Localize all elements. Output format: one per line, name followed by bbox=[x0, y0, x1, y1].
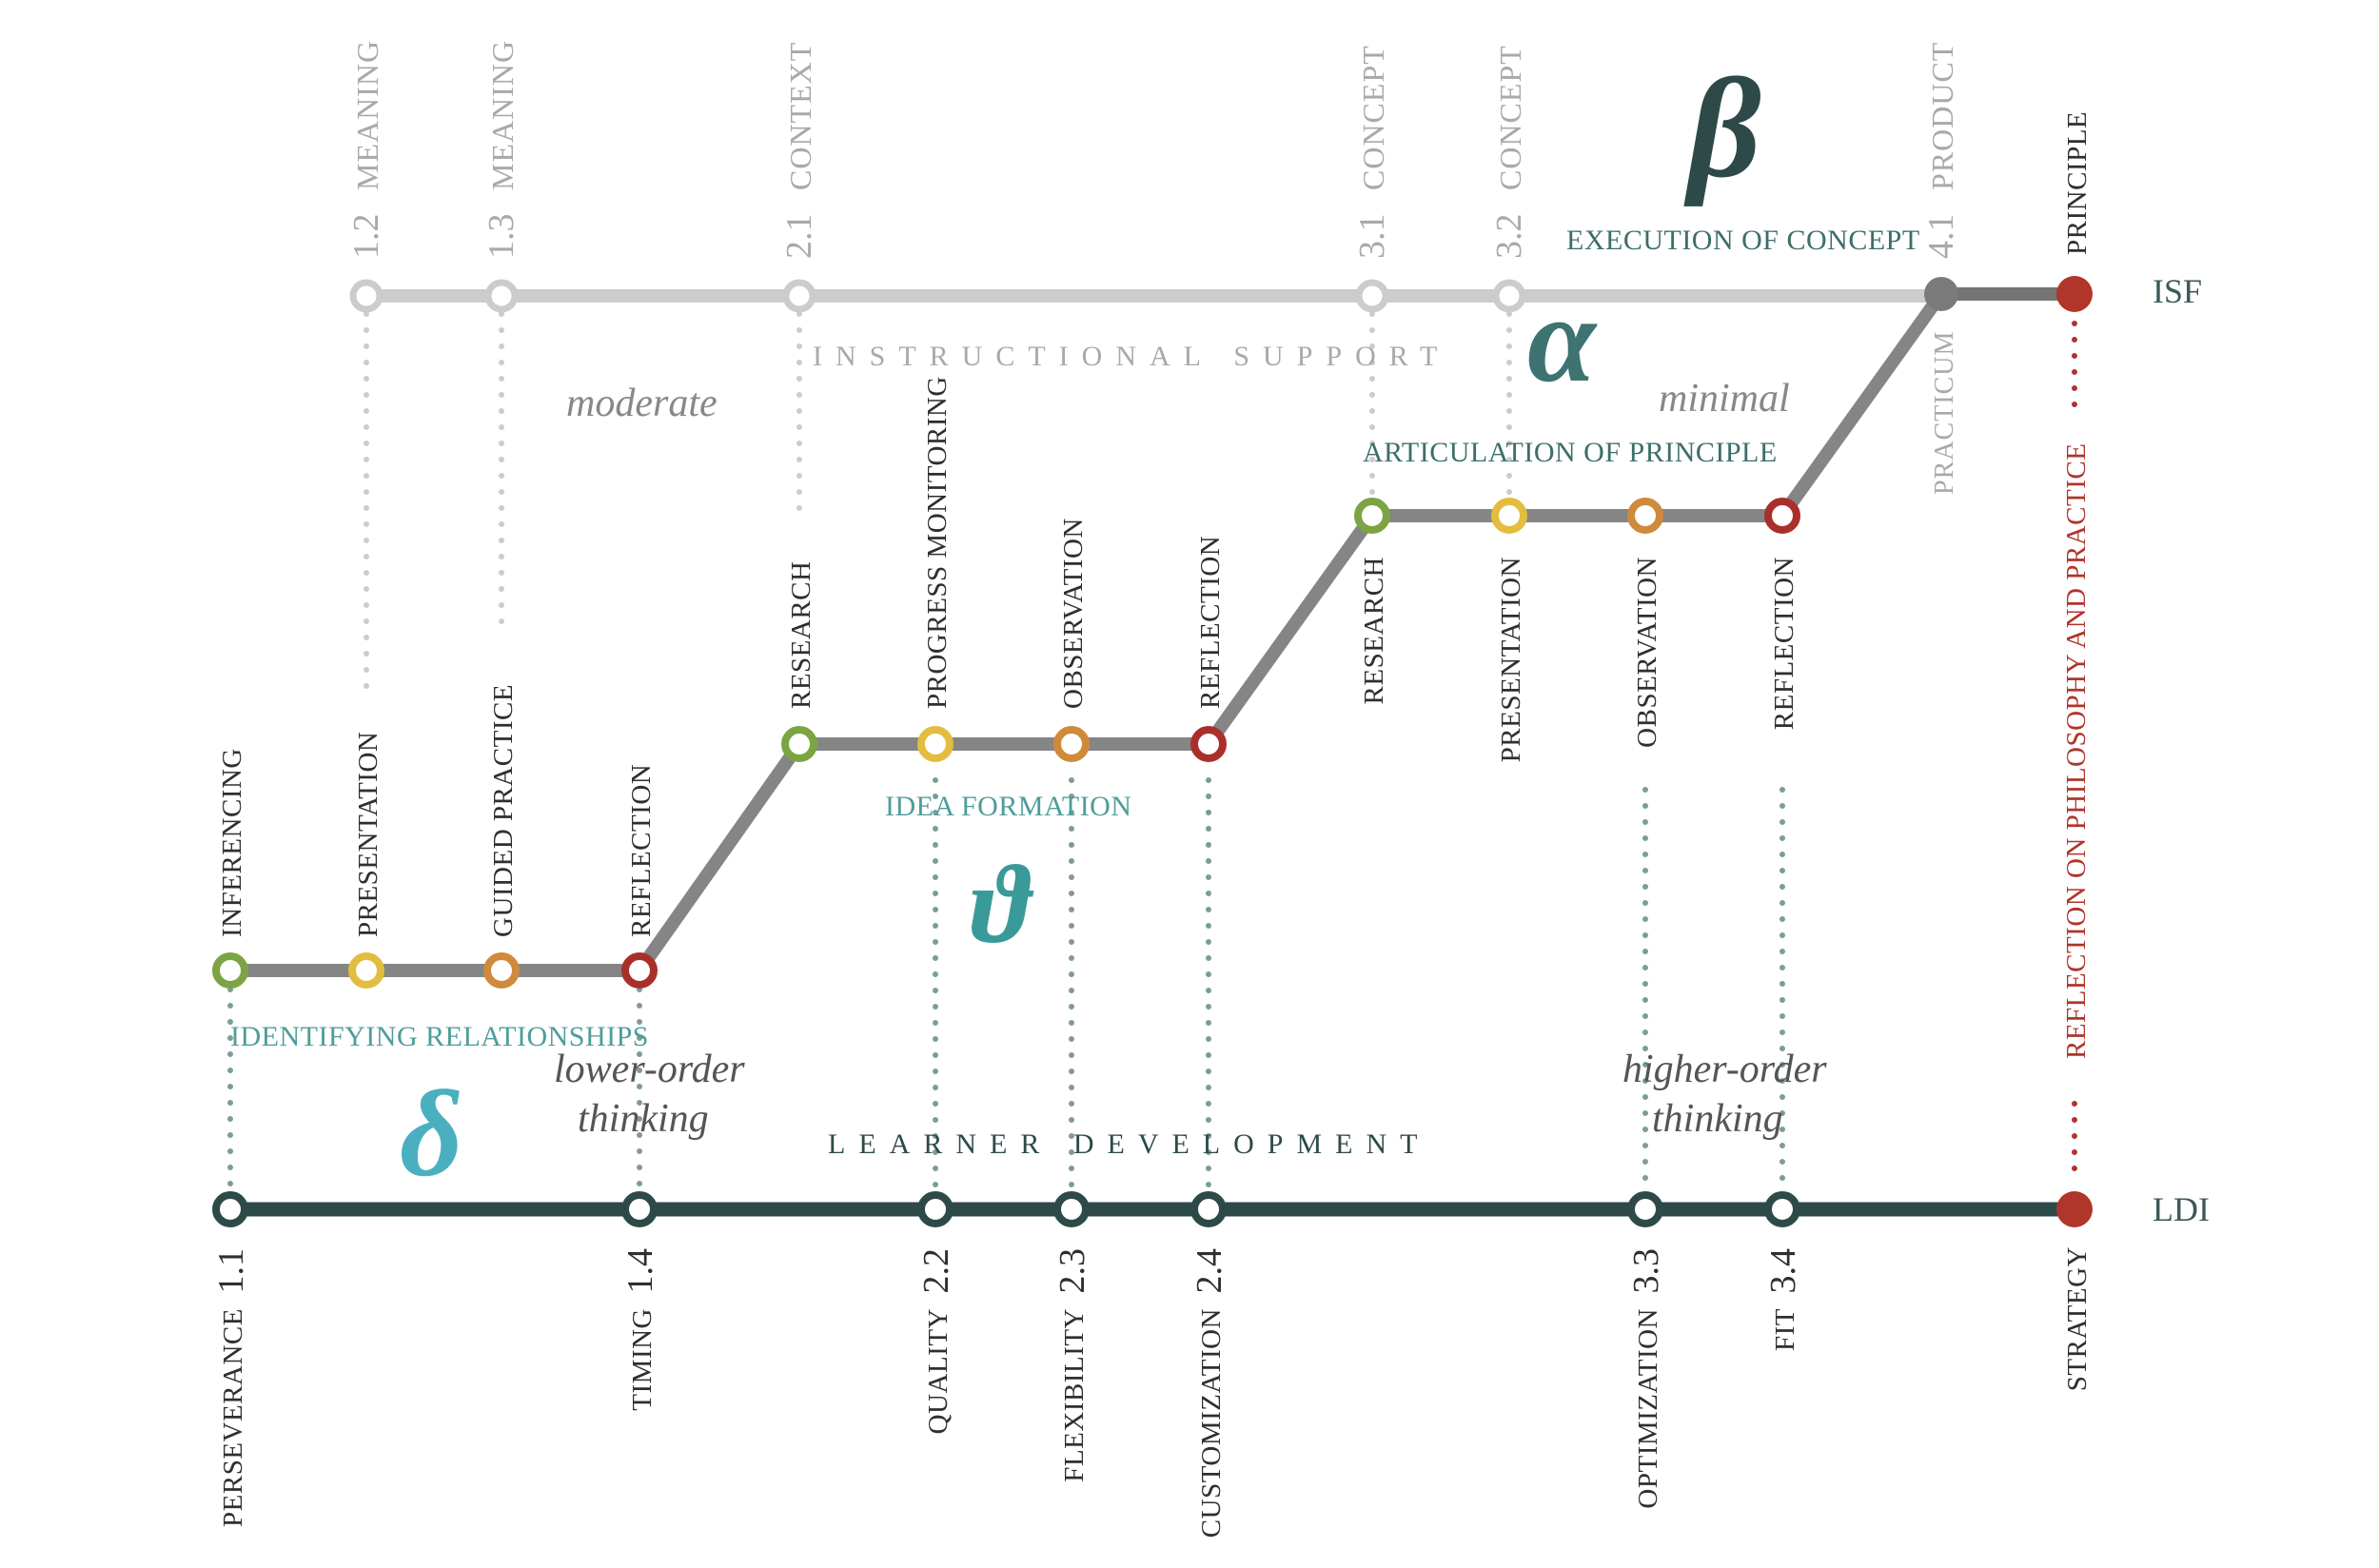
isf-label-1-2: MEANING bbox=[350, 40, 384, 190]
stage1-label-reflection: REFLECTION bbox=[626, 764, 657, 937]
stage2-label-progress-monitoring: PROGRESS MONITORING bbox=[922, 376, 953, 709]
learner-development-heading: LEARNER DEVELOPMENT bbox=[828, 1128, 1430, 1160]
stage2-label-research: RESEARCH bbox=[786, 561, 816, 709]
ldi-stop-2-4[interactable] bbox=[1190, 1191, 1227, 1227]
ldi-label-1-4: TIMING bbox=[627, 1308, 658, 1411]
isf-stop-3-2[interactable] bbox=[1492, 279, 1526, 313]
isf-num-4-1: 4.1 bbox=[1921, 214, 1961, 260]
stage1-stop-presentation[interactable] bbox=[348, 952, 384, 989]
annotation-lower-thinking: thinking bbox=[578, 1097, 709, 1141]
isf-stop-2-1[interactable] bbox=[782, 279, 816, 313]
greek-theta: ϑ bbox=[971, 842, 1034, 967]
stage3-label-observation: OBSERVATION bbox=[1632, 557, 1662, 748]
stage3-label-research: RESEARCH bbox=[1359, 557, 1389, 704]
stage1-stops bbox=[212, 952, 658, 989]
strategy-stop[interactable] bbox=[2056, 1191, 2093, 1227]
ldi-num-1-1: 1.1 bbox=[211, 1248, 251, 1294]
stage1-label-presentation: PRESENTATION bbox=[353, 732, 383, 937]
stage3-stop-observation[interactable] bbox=[1627, 498, 1663, 534]
isf-stop-3-1[interactable] bbox=[1355, 279, 1389, 313]
stage2-stop-progress-monitoring[interactable] bbox=[917, 726, 954, 762]
practicum-label: PRACTICUM bbox=[1930, 331, 1959, 495]
isf-label-4-1: PRODUCT bbox=[1925, 42, 1959, 190]
strategy-label: STRATEGY bbox=[2062, 1246, 2093, 1391]
stage3-label-presentation: PRESENTATION bbox=[1496, 557, 1526, 762]
isf-num-2-1: 2.1 bbox=[779, 214, 819, 260]
reflection-philosophy-practice: REFLECTION ON PHILOSOPHY AND PRACTICE bbox=[2061, 443, 2092, 1059]
greek-delta: δ bbox=[400, 1066, 463, 1203]
stage3-stop-presentation[interactable] bbox=[1491, 498, 1527, 534]
ldi-stop-1-4[interactable] bbox=[621, 1191, 658, 1227]
phase-alpha-text: ARTICULATION OF PRINCIPLE bbox=[1363, 437, 1778, 468]
ldi-label-2-2: QUALITY bbox=[923, 1308, 954, 1434]
ldi-label-1-1: PERSEVERANCE bbox=[218, 1308, 248, 1527]
ldi-stop-3-3[interactable] bbox=[1627, 1191, 1663, 1227]
stage2-stop-research[interactable] bbox=[781, 726, 817, 762]
greek-alpha: α bbox=[1527, 271, 1598, 408]
stage2-labels: RESEARCH PROGRESS MONITORING OBSERVATION… bbox=[786, 376, 1226, 709]
ldi-label-3-4: FIT bbox=[1770, 1308, 1800, 1351]
stage2-stop-reflection[interactable] bbox=[1190, 726, 1227, 762]
ldi-num-2-2: 2.2 bbox=[916, 1248, 956, 1294]
stage3-label-reflection: REFLECTION bbox=[1769, 557, 1799, 730]
stage3-labels: RESEARCH PRESENTATION OBSERVATION REFLEC… bbox=[1359, 557, 1799, 762]
principle-label: PRINCIPLE bbox=[2062, 111, 2093, 255]
isf-stop-labels: 1.2 MEANING 1.3 MEANING 2.1 CONTEXT 3.1 … bbox=[346, 40, 2093, 495]
isf-track-label: ISF bbox=[2153, 272, 2202, 310]
isf-num-1-3: 1.3 bbox=[482, 214, 521, 260]
stage1-stop-guided-practice[interactable] bbox=[483, 952, 520, 989]
ldi-label-2-4: CUSTOMIZATION bbox=[1196, 1308, 1227, 1538]
phase-delta-text: IDENTIFYING RELATIONSHIPS bbox=[230, 1021, 649, 1052]
ldi-num-2-4: 2.4 bbox=[1190, 1248, 1229, 1294]
annotation-higher-thinking: thinking bbox=[1652, 1097, 1783, 1141]
isf-stops bbox=[349, 279, 1526, 313]
stage2-stop-observation[interactable] bbox=[1053, 726, 1090, 762]
ldi-stop-2-3[interactable] bbox=[1053, 1191, 1090, 1227]
stage1-stop-inferencing[interactable] bbox=[212, 952, 248, 989]
annotation-lower-order: lower-order bbox=[554, 1048, 745, 1091]
ldi-label-2-3: FLEXIBILITY bbox=[1059, 1308, 1090, 1482]
stage3-stop-research[interactable] bbox=[1354, 498, 1390, 534]
annotation-higher-order: higher-order bbox=[1622, 1048, 1827, 1091]
ldi-num-2-3: 2.3 bbox=[1052, 1248, 1092, 1294]
phase-theta-text: IDEA FORMATION bbox=[885, 791, 1132, 822]
stage1-stop-reflection[interactable] bbox=[621, 952, 658, 989]
ldi-stop-1-1[interactable] bbox=[212, 1191, 248, 1227]
annotation-moderate: moderate bbox=[566, 382, 718, 425]
ldi-num-3-4: 3.4 bbox=[1763, 1248, 1803, 1294]
isf-label-3-2: CONCEPT bbox=[1493, 45, 1527, 190]
ldi-stop-2-2[interactable] bbox=[917, 1191, 954, 1227]
isf-stop-1-2[interactable] bbox=[349, 279, 383, 313]
isf-stop-1-3[interactable] bbox=[484, 279, 519, 313]
ldi-stops bbox=[212, 1191, 1800, 1227]
stage1-label-guided-practice: GUIDED PRACTICE bbox=[488, 684, 519, 937]
ldi-track-label: LDI bbox=[2153, 1190, 2210, 1228]
annotation-minimal: minimal bbox=[1659, 377, 1790, 421]
ldi-num-3-3: 3.3 bbox=[1626, 1248, 1666, 1294]
isf-num-1-2: 1.2 bbox=[346, 214, 386, 260]
stage1-labels: INFERENCING PRESENTATION GUIDED PRACTICE… bbox=[217, 684, 657, 937]
isf-num-3-1: 3.1 bbox=[1352, 214, 1392, 260]
isf-num-3-2: 3.2 bbox=[1489, 214, 1529, 260]
ldi-stop-3-4[interactable] bbox=[1764, 1191, 1800, 1227]
instructional-support-heading: INSTRUCTIONAL SUPPORT bbox=[813, 341, 1450, 372]
isf-label-1-3: MEANING bbox=[485, 40, 520, 190]
stage2-label-observation: OBSERVATION bbox=[1058, 518, 1089, 709]
ldi-num-1-4: 1.4 bbox=[620, 1248, 660, 1294]
greek-beta: β bbox=[1683, 49, 1761, 207]
phase-beta-text: EXECUTION OF CONCEPT bbox=[1566, 225, 1920, 256]
stage3-stops bbox=[1354, 498, 1800, 534]
stage2-label-reflection: REFLECTION bbox=[1195, 536, 1226, 709]
stage1-label-inferencing: INFERENCING bbox=[217, 748, 247, 937]
ldi-stop-labels: 1.1 PERSEVERANCE 1.4 TIMING 2.2 QUALITY … bbox=[211, 1246, 2093, 1538]
ldi-label-3-3: OPTIMIZATION bbox=[1633, 1308, 1663, 1509]
principle-stop[interactable] bbox=[2056, 276, 2093, 312]
stage2-stops bbox=[781, 726, 1227, 762]
isf-label-2-1: CONTEXT bbox=[783, 42, 817, 190]
isf-stop-4-1[interactable] bbox=[1924, 277, 1958, 311]
dotted-connectors bbox=[227, 311, 2077, 1192]
isf-label-3-1: CONCEPT bbox=[1356, 45, 1390, 190]
stage3-stop-reflection[interactable] bbox=[1764, 498, 1800, 534]
